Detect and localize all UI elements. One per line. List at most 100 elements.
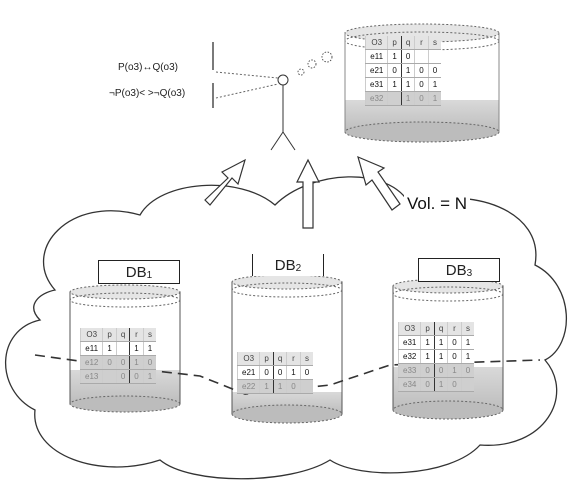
table-cell: 1	[400, 63, 415, 78]
table-cell: 0	[272, 365, 287, 380]
table-cell: 0	[460, 363, 475, 378]
table-cell: 0	[102, 355, 117, 370]
table-header-cell: O3	[397, 322, 421, 336]
thought-bubbles	[297, 51, 333, 76]
table-cell	[115, 341, 130, 356]
db1-label-text: DB	[125, 263, 147, 281]
row-id-cell: e21	[364, 63, 388, 78]
table-header-cell: s	[427, 36, 442, 50]
row-id-cell: e34	[397, 377, 421, 392]
row-id-cell: e31	[364, 77, 388, 92]
row-id-cell: e21	[236, 365, 260, 380]
table-header-cell: r	[447, 322, 462, 336]
table-cell: 1	[142, 341, 157, 356]
table-cell: 1	[142, 369, 157, 384]
table-cell: 0	[299, 365, 314, 380]
table-cell: 1	[433, 349, 448, 364]
table-header-cell: p	[102, 328, 117, 342]
table-cell: 1	[420, 349, 435, 364]
table-cell: 1	[129, 355, 144, 370]
table-cell: 1	[427, 91, 442, 106]
table-cell: 1	[427, 77, 442, 92]
threshold-line	[34, 354, 541, 395]
db2-label-sub: 2	[295, 262, 302, 274]
row-id-cell: e31	[397, 335, 421, 350]
table-cell: 1	[447, 363, 462, 378]
table-cell: 0	[427, 63, 442, 78]
formula-non-equivalence: ¬P(o3)< >¬Q(o3)	[109, 88, 186, 99]
row-id-cell: e32	[397, 349, 421, 364]
row-id-cell: e13	[79, 369, 103, 384]
table-cell	[460, 377, 475, 392]
row-id-cell: e32	[364, 91, 388, 106]
arrow-center	[296, 158, 320, 229]
upward-arrows	[204, 155, 401, 229]
table-cell: 0	[414, 63, 429, 78]
table-cell: 1	[460, 335, 475, 350]
table-cell: 0	[420, 363, 435, 378]
table-header-cell: s	[299, 352, 314, 366]
volume-label: Vol. = N	[404, 194, 471, 214]
table-header-cell: p	[259, 352, 274, 366]
table-header-cell: s	[460, 322, 475, 336]
table-cell: 0	[387, 63, 402, 78]
db2-label-text: DB	[274, 256, 296, 274]
table-header-cell: O3	[364, 36, 388, 50]
table-header-cell: r	[286, 352, 301, 366]
table-cell: 1	[433, 335, 448, 350]
row-id-cell: e33	[397, 363, 421, 378]
table-header-cell: q	[433, 322, 448, 336]
row-id-cell: e22	[236, 379, 260, 394]
table-cell: 0	[400, 49, 415, 64]
table-cell: 0	[129, 369, 144, 384]
table-cell: 1	[460, 349, 475, 364]
table-cell: 1	[400, 91, 415, 106]
table-cell: 1	[259, 379, 274, 394]
db1-cylinder	[69, 284, 181, 413]
stick-figure	[270, 74, 296, 151]
table-header-cell: q	[272, 352, 287, 366]
table-cell: 1	[420, 335, 435, 350]
arrow-left	[204, 158, 246, 206]
row-id-cell: e12	[79, 355, 103, 370]
table-cell: 0	[433, 363, 448, 378]
table-cell: 0	[420, 377, 435, 392]
table-cell: 0	[447, 349, 462, 364]
table-header-cell: r	[129, 328, 144, 342]
arrow-right	[357, 155, 401, 211]
row-id-cell: e11	[79, 341, 103, 356]
table-cell: 0	[286, 379, 301, 394]
table-cell: 0	[414, 91, 429, 106]
table-cell	[387, 91, 402, 106]
table-cell: 1	[272, 379, 287, 394]
table-header-cell: O3	[236, 352, 260, 366]
row-id-cell: e11	[364, 49, 388, 64]
table-cell: 1	[286, 365, 301, 380]
table-header-cell: q	[115, 328, 130, 342]
table-cell: 0	[447, 335, 462, 350]
table-cell: 1	[433, 377, 448, 392]
formula-equivalence: P(o3)↔Q(o3)	[118, 62, 179, 73]
table-cell: 0	[115, 369, 130, 384]
table-cell	[414, 49, 429, 64]
table-cell: 1	[129, 341, 144, 356]
